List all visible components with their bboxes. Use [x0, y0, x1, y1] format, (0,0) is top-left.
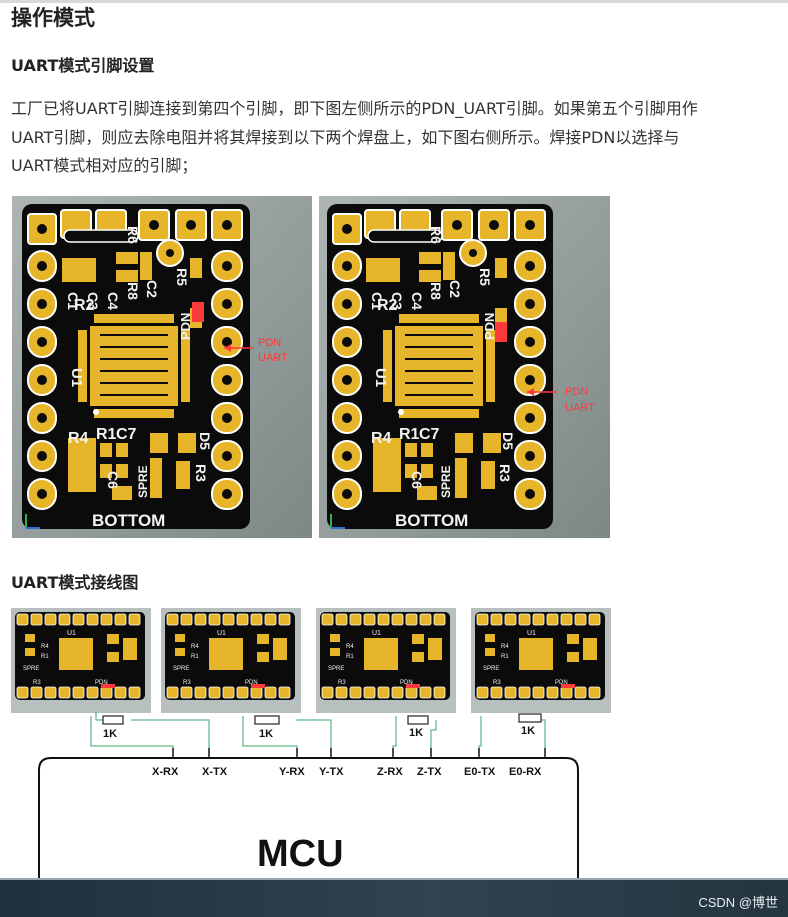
description-paragraph: 工厂已将UART引脚连接到第四个引脚，即下图左侧所示的PDN_UART引脚。如果… — [11, 95, 776, 181]
mini-board-r4: R4 — [191, 644, 199, 650]
silk-c2: C2 — [144, 280, 160, 298]
mini-board-r1: R1 — [41, 654, 49, 660]
pcb-image-left: PDN UART R2 R4 R1 C7 BOTTOM C1 C3 C4 R8 … — [12, 196, 312, 538]
mcu-pin-label: Y-TX — [319, 766, 344, 778]
silk-c2: C2 — [447, 280, 463, 298]
silk-bottom: BOTTOM — [395, 511, 468, 530]
mini-board-r3: R3 — [33, 680, 41, 686]
mcu-pin-label: E0-TX — [464, 766, 496, 778]
silk-c6: C6 — [409, 471, 425, 489]
wiring-subheading: UART模式接线图 — [11, 573, 139, 592]
pdn-label: PDN — [258, 337, 281, 349]
silk-u1: U1 — [68, 368, 85, 387]
silk-r6: R6 — [125, 226, 141, 244]
silk-spre: SPRE — [136, 465, 150, 498]
mcu-pin-label: Y-RX — [279, 766, 305, 778]
mini-board-pdn: PDN — [555, 680, 568, 686]
silk-r5: R5 — [174, 268, 190, 286]
mini-board-r1: R1 — [501, 654, 509, 660]
mini-board-u1: U1 — [372, 630, 381, 637]
mini-board-u1: U1 — [67, 630, 76, 637]
silk-pdn-side: PDN — [482, 313, 497, 340]
resistor-label: 1K — [103, 728, 117, 740]
silk-pdn-side: PDN — [178, 313, 193, 340]
mini-board-pdn: PDN — [245, 680, 258, 686]
uart-pins-subheading: UART模式引脚设置 — [11, 56, 155, 75]
mcu-pin-label: X-RX — [152, 766, 179, 778]
silk-r1: R1 — [96, 426, 117, 443]
resistor-label: 1K — [259, 728, 273, 740]
silk-r4: R4 — [371, 430, 392, 447]
silk-c1: C1 — [369, 292, 385, 310]
resistor-label: 1K — [409, 727, 423, 739]
silk-c7: C7 — [419, 426, 440, 443]
mini-board-r4: R4 — [346, 644, 354, 650]
silk-bottom: BOTTOM — [92, 511, 165, 530]
silk-r3: R3 — [497, 464, 513, 482]
silk-r8: R8 — [428, 282, 444, 300]
mini-board-r3: R3 — [338, 680, 346, 686]
silk-r2: R2 — [377, 297, 398, 314]
silk-c4: C4 — [105, 292, 121, 310]
mini-board-spre: SPRE — [173, 666, 189, 672]
mcu-pin-label: Z-RX — [377, 766, 403, 778]
silk-r5: R5 — [477, 268, 493, 286]
resistor-label: 1K — [521, 725, 535, 737]
mini-board-spre: SPRE — [483, 666, 499, 672]
uart-label: UART — [565, 402, 595, 414]
silk-spre: SPRE — [439, 465, 453, 498]
silk-r2: R2 — [74, 297, 95, 314]
silk-c3: C3 — [389, 292, 405, 310]
silk-c7: C7 — [116, 426, 137, 443]
mini-board-r3: R3 — [493, 680, 501, 686]
silk-r1: R1 — [399, 426, 420, 443]
silk-r8: R8 — [125, 282, 141, 300]
mcu-pin-label: Z-TX — [417, 766, 442, 778]
paragraph-line: UART模式相对应的引脚； — [11, 156, 198, 175]
silk-r3: R3 — [193, 464, 209, 482]
mini-board-u1: U1 — [217, 630, 226, 637]
silk-r6: R6 — [428, 226, 444, 244]
silk-r4: R4 — [68, 430, 89, 447]
mini-board-r4: R4 — [41, 644, 49, 650]
silk-d5: D5 — [197, 432, 213, 450]
mcu-label: MCU — [257, 833, 344, 875]
mini-board-r1: R1 — [191, 654, 199, 660]
mini-board-r1: R1 — [346, 654, 354, 660]
silk-c1: C1 — [65, 292, 81, 310]
footer-watermark: CSDN @博世 — [698, 895, 778, 910]
top-divider — [0, 0, 788, 3]
section-heading: 操作模式 — [11, 6, 95, 30]
mini-board-spre: SPRE — [328, 666, 344, 672]
silk-c6: C6 — [105, 471, 121, 489]
paragraph-line: UART引脚，则应去除电阻并将其焊接到以下两个焊盘上，如下图右侧所示。焊接PDN… — [11, 127, 680, 147]
silk-c3: C3 — [85, 292, 101, 310]
pdn-label: PDN — [565, 386, 588, 398]
mini-board-u1: U1 — [527, 630, 536, 637]
mini-board-r4: R4 — [501, 644, 509, 650]
silk-u1: U1 — [372, 368, 389, 387]
mcu-pin-label: E0-RX — [509, 766, 542, 778]
pcb-image-right: PDN UART R2 R4 R1 C7 BOTTOM C1 C3 C4 R8 … — [319, 196, 610, 538]
mcu-pin-label: X-TX — [202, 766, 228, 778]
mini-board-pdn: PDN — [400, 680, 413, 686]
mini-board-r3: R3 — [183, 680, 191, 686]
mini-board-pdn: PDN — [95, 680, 108, 686]
silk-c4: C4 — [409, 292, 425, 310]
mini-board-spre: SPRE — [23, 666, 39, 672]
paragraph-line: 工厂已将UART引脚连接到第四个引脚，即下图左侧所示的PDN_UART引脚。如果… — [11, 99, 698, 118]
silk-d5: D5 — [500, 432, 516, 450]
footer-bar: CSDN @博世 — [0, 878, 788, 917]
uart-label: UART — [258, 352, 288, 364]
